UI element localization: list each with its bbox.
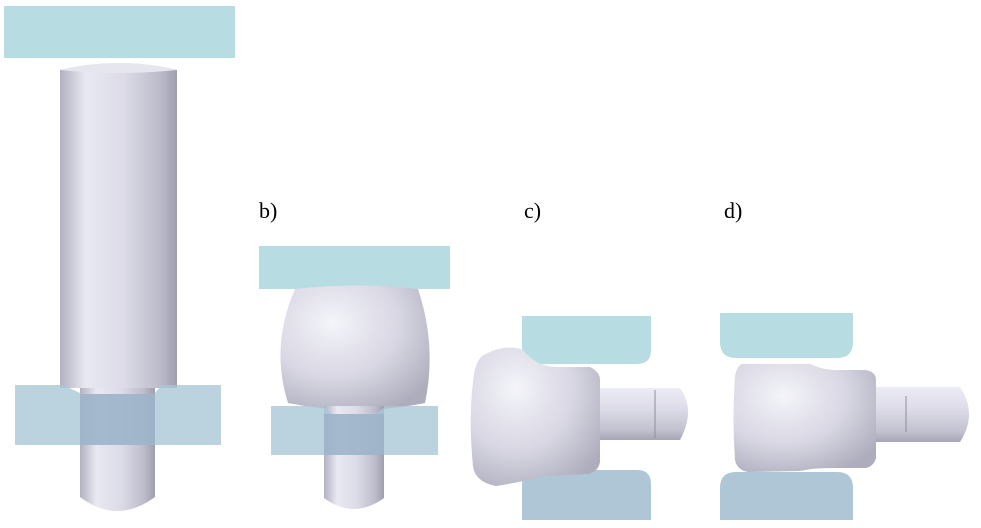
upper-die-a: [4, 6, 235, 58]
label-c: c): [524, 198, 541, 223]
label-b: b): [259, 198, 277, 223]
shaft-d: [876, 387, 969, 442]
lower-die-c: [522, 470, 651, 520]
stem-through-die-b: [324, 414, 384, 455]
shaft-c: [600, 388, 688, 440]
billet-top-cap-a: [60, 63, 177, 73]
label-d: d): [724, 198, 742, 223]
panel-d: d): [720, 198, 969, 520]
upper-die-c: [522, 316, 651, 364]
upper-die-d: [720, 313, 853, 358]
panel-a: [4, 6, 235, 511]
upset-head-b: [280, 285, 430, 410]
forged-head-c: [470, 347, 600, 486]
upper-die-b: [259, 246, 450, 289]
billet-long-a: [60, 63, 177, 388]
forged-head-d: [733, 364, 876, 472]
panel-c: c): [470, 198, 688, 520]
panel-b: b): [259, 198, 450, 509]
stem-through-die-a: [80, 394, 155, 445]
lower-die-d: [720, 472, 853, 520]
